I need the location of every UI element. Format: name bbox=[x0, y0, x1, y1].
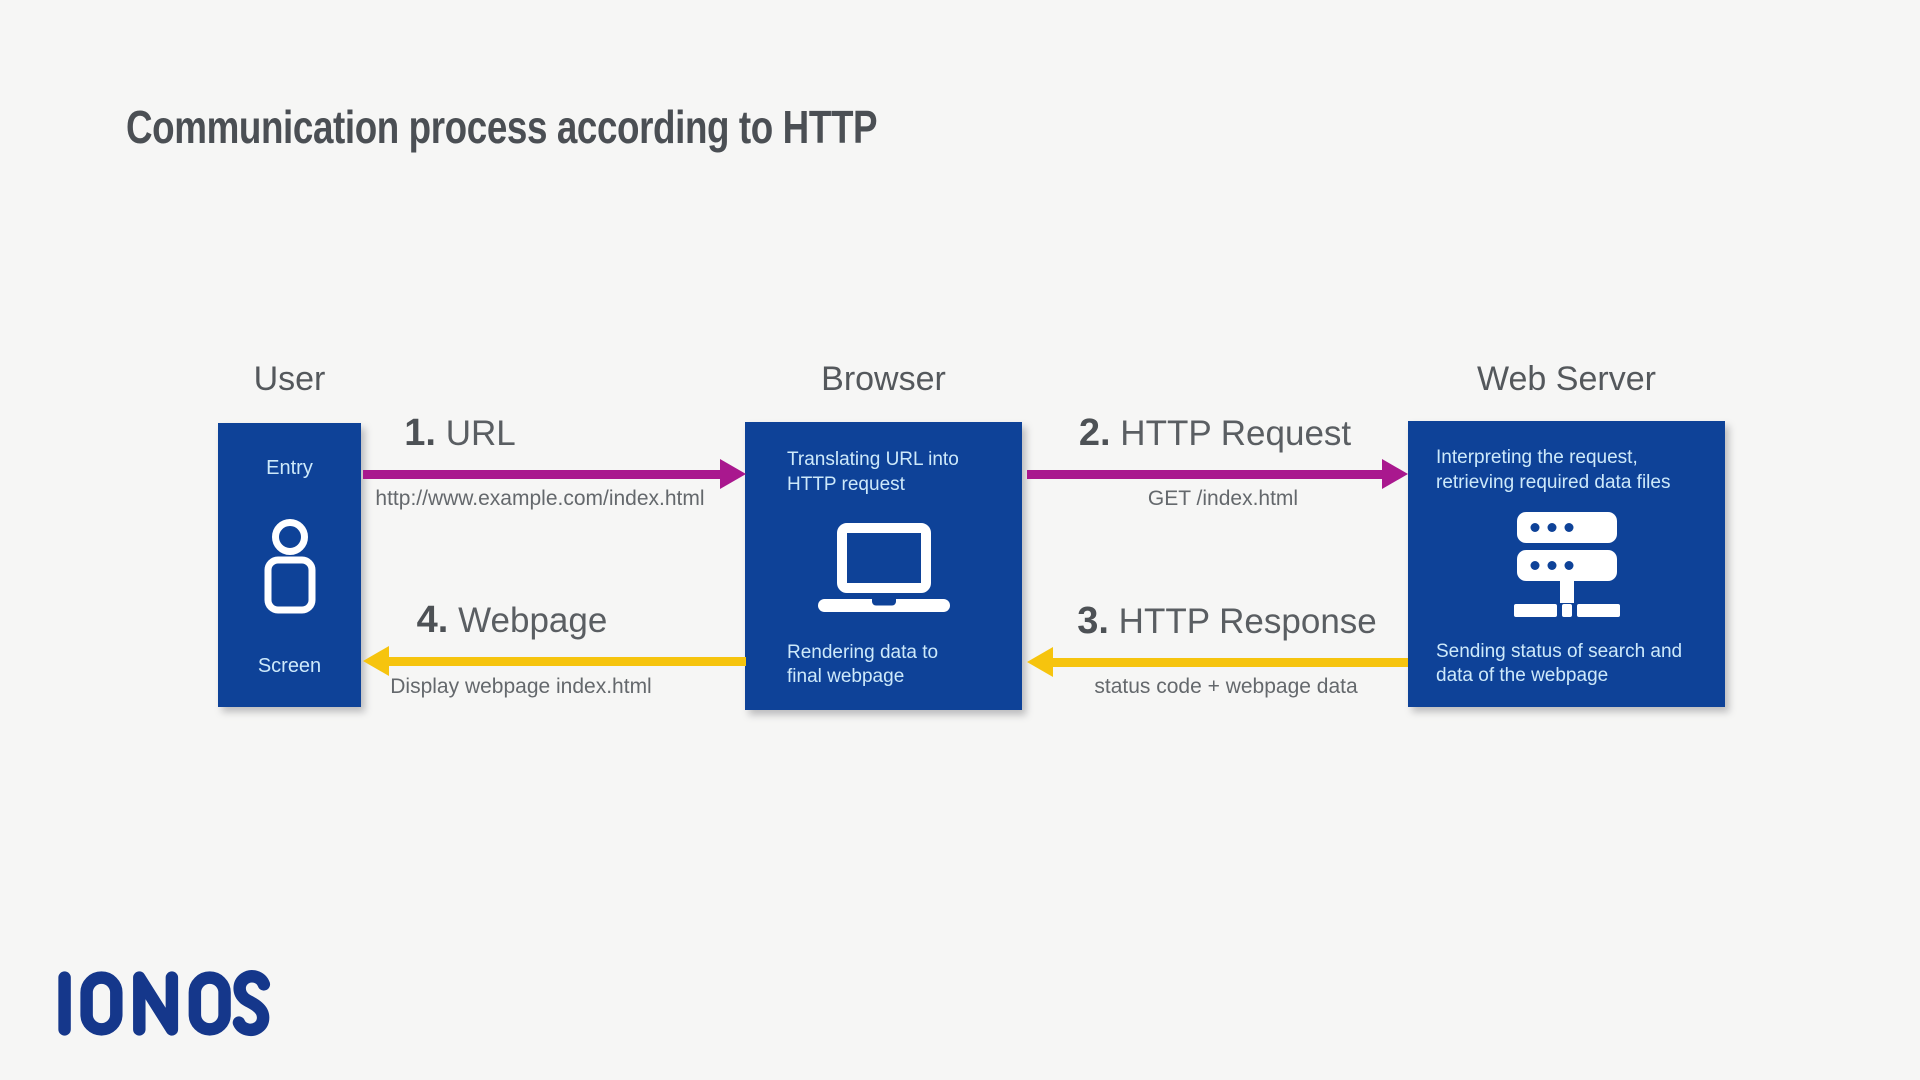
text-line: Sending status of search and bbox=[1436, 640, 1683, 662]
flow-name: Webpage bbox=[458, 601, 608, 640]
flow-sublabel: GET /index.html bbox=[1147, 487, 1299, 510]
flow-name: HTTP Request bbox=[1120, 414, 1352, 453]
request-arrow-right bbox=[363, 459, 746, 489]
flow-sublabel: Display webpage index.html bbox=[390, 675, 652, 698]
user-screen-label: Screen bbox=[257, 655, 322, 677]
flow-number: 4. bbox=[416, 599, 449, 641]
user-box: Entry Screen bbox=[218, 423, 361, 707]
person-icon bbox=[259, 519, 321, 615]
server-bottom-text: Sending status of search and data of the… bbox=[1408, 640, 1725, 689]
response-arrow-left bbox=[1027, 647, 1408, 677]
response-arrow-left bbox=[363, 646, 746, 676]
diagram-title: Communication process according to HTTP bbox=[126, 101, 878, 153]
text-line: Rendering data to bbox=[787, 641, 939, 663]
flow-number: 3. bbox=[1077, 600, 1109, 642]
arrow-shaft bbox=[389, 656, 746, 666]
flow-number: 1. bbox=[404, 412, 436, 454]
flow-sublabel: http://www.example.com/index.html bbox=[375, 487, 705, 510]
arrow-head-left-icon bbox=[1027, 647, 1053, 677]
flow-sublabel: status code + webpage data bbox=[1094, 675, 1358, 698]
text-line: HTTP request bbox=[787, 473, 905, 495]
web-server-box: Interpreting the request, retrieving req… bbox=[1408, 421, 1725, 707]
user-label: User bbox=[253, 360, 326, 398]
arrow-shaft bbox=[363, 469, 720, 479]
arrow-shaft bbox=[1027, 469, 1382, 479]
text-line: data of the webpage bbox=[1436, 665, 1609, 687]
flow-number: 2. bbox=[1078, 412, 1111, 454]
arrow-head-left-icon bbox=[363, 646, 389, 676]
ionos-logo: IONOS bbox=[55, 969, 283, 1038]
user-entry-label: Entry bbox=[266, 457, 313, 479]
flow-label: 2. HTTP Request bbox=[1035, 412, 1395, 456]
text-line: final webpage bbox=[787, 666, 905, 688]
text-line: Translating URL into bbox=[787, 449, 959, 470]
text-line: Interpreting the request, bbox=[1436, 447, 1638, 468]
server-icon bbox=[1507, 511, 1627, 624]
arrow-shaft bbox=[1053, 657, 1408, 667]
web-server-label: Web Server bbox=[1477, 360, 1656, 398]
arrow-head-right-icon bbox=[1382, 459, 1408, 489]
arrow-head-right-icon bbox=[720, 459, 746, 489]
flow-label: 4. Webpage bbox=[392, 599, 632, 643]
browser-label: Browser bbox=[821, 360, 946, 398]
browser-top-text: Translating URL into HTTP request bbox=[745, 448, 1022, 497]
laptop-icon bbox=[814, 523, 954, 615]
flow-name: HTTP Response bbox=[1118, 602, 1377, 641]
browser-box: Translating URL into HTTP request Render… bbox=[745, 422, 1022, 710]
server-top-text: Interpreting the request, retrieving req… bbox=[1408, 446, 1725, 495]
browser-bottom-text: Rendering data to final webpage bbox=[745, 641, 1022, 690]
request-arrow-right bbox=[1027, 459, 1408, 489]
text-line: retrieving required data files bbox=[1436, 471, 1671, 493]
flow-name: URL bbox=[445, 414, 516, 453]
flow-label: 3. HTTP Response bbox=[1040, 600, 1414, 644]
flow-label: 1. URL bbox=[340, 412, 580, 456]
